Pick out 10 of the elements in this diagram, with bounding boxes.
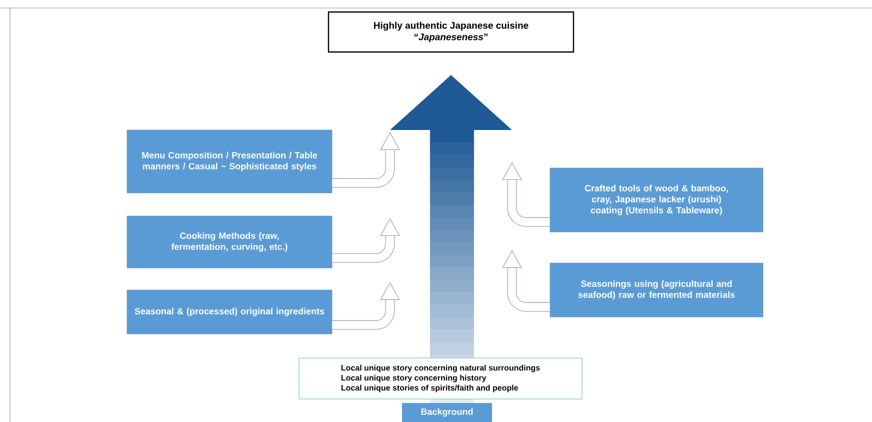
element-box: Seasonings using (agricultural and seafood) raw or fermented materials xyxy=(550,262,764,318)
element-box: Crafted tools of wood & bamboo, cray, Japanese lacker (urushi) coating (Utensils & Tableware) xyxy=(550,168,764,232)
element-box: Seasonal & (processed) original ingredients xyxy=(126,290,332,334)
title-box: Highly authentic Japanese cuisine “Japaneseness” xyxy=(328,11,574,53)
element-box: Menu Composition / Presentation / Table manners / Casual ~ Sophisticated styles xyxy=(126,130,332,194)
curved-arrow xyxy=(502,250,550,312)
curved-arrow xyxy=(502,162,550,227)
story-box: Local unique story concerning natural surroundings Local unique story concerning history Local unique stories of spirits/faith and people xyxy=(298,358,582,400)
element-box: Cooking Methods (raw, fermentation, curving, etc.) xyxy=(126,216,332,268)
background-label: Background xyxy=(402,402,492,422)
